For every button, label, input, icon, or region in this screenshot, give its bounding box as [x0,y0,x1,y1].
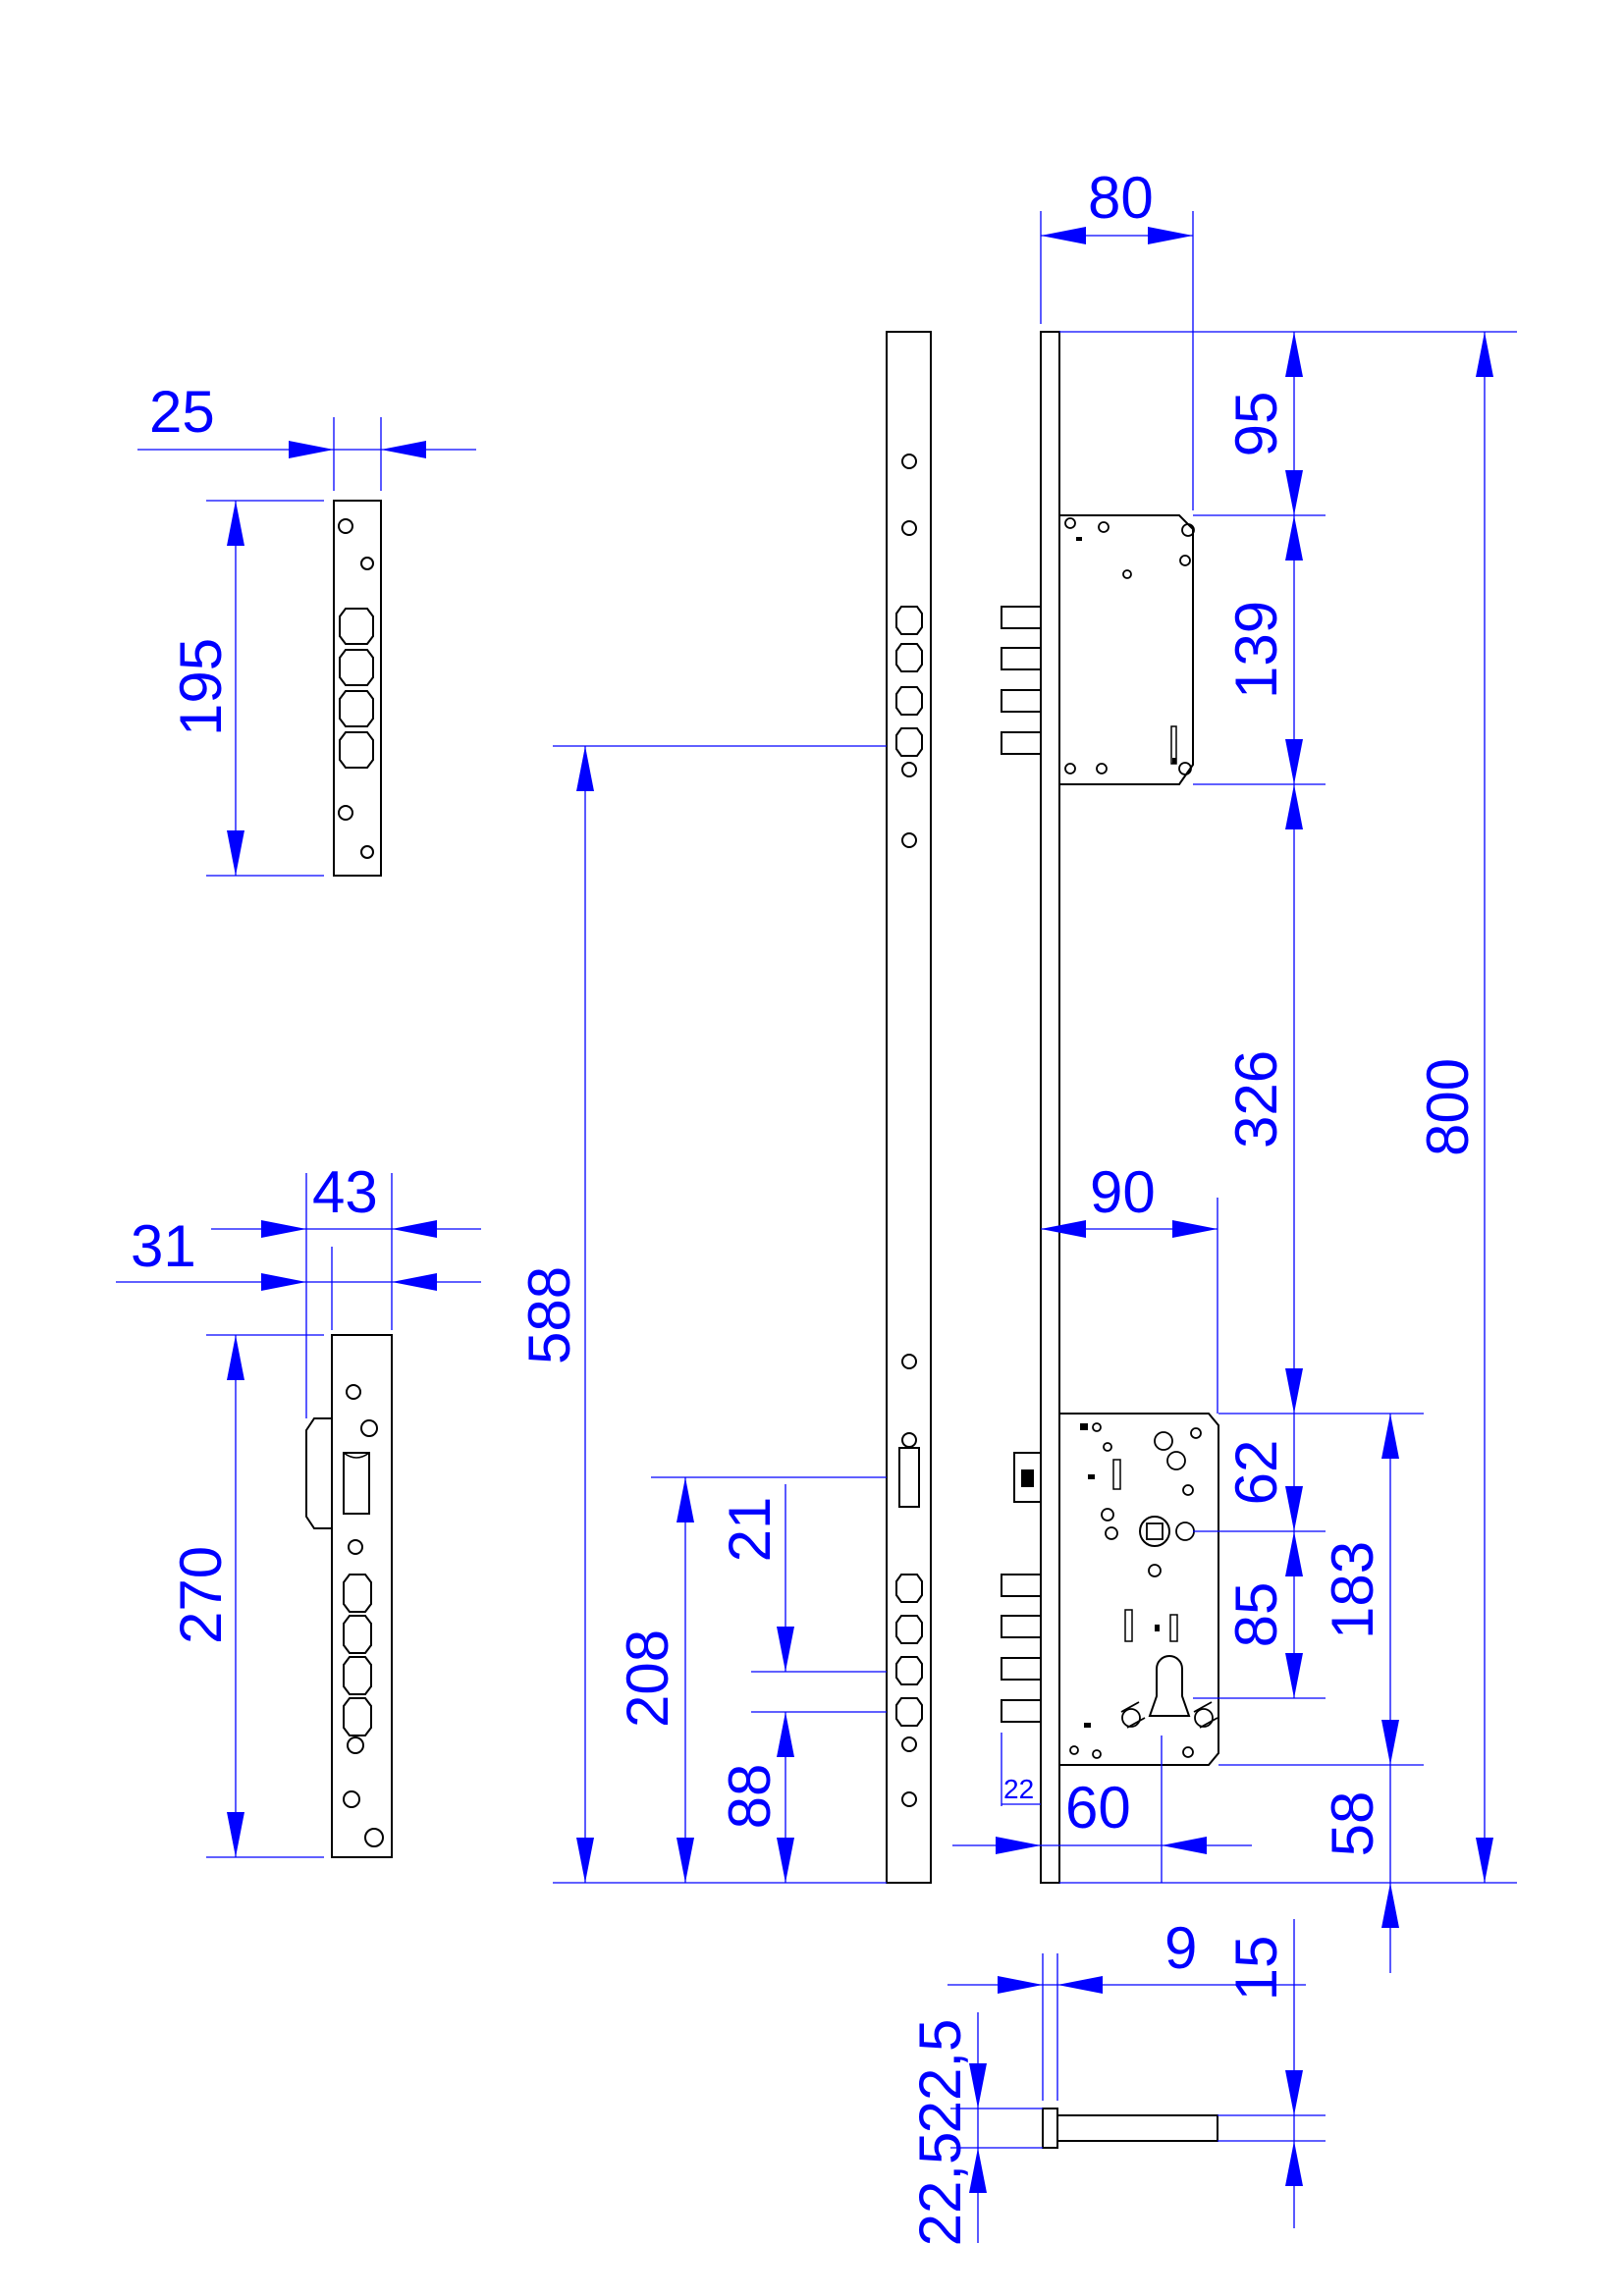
dim-60: 60 [952,1735,1252,1883]
dim-text-80: 80 [1088,165,1154,231]
dim-text-22-5-top: 22,5 [907,2019,973,2134]
dim-strike-bottom-270: 270 [168,1334,324,1858]
dim-text-9: 9 [1164,1915,1197,1981]
dim-text-31: 31 [131,1213,196,1279]
dim-text-22-5-bottom: 22,5 [907,2132,973,2247]
dim-text-60: 60 [1065,1775,1131,1841]
dim-text-588: 588 [516,1266,582,1364]
main-lock-case [1001,1413,1219,1766]
dim-strike-bottom-43: 43 [211,1159,481,1418]
dim-text-43: 43 [312,1159,378,1225]
dim-58: 58 [1320,1765,1399,1973]
dim-text-800: 800 [1415,1058,1481,1156]
dim-strike-top-height: 195 [168,500,324,877]
dim-text-90: 90 [1090,1159,1156,1225]
dim-strike-bottom-31: 31 [116,1213,481,1330]
dim-bar-21: 21 [717,1484,887,1673]
dim-95: 95 [1193,332,1326,516]
dim-9: 9 [947,1915,1306,2101]
dim-62: 62 [1193,1413,1424,1532]
dim-text-95: 95 [1223,392,1289,457]
dim-total-800: 800 [1059,331,1517,1884]
dim-text-85: 85 [1223,1582,1289,1648]
dim-text-88: 88 [717,1764,783,1830]
dim-22: 22 [1001,1733,1041,1806]
dim-text-22: 22 [1003,1774,1034,1804]
dim-text-58: 58 [1320,1791,1385,1857]
dim-139: 139 [1193,515,1326,785]
dim-backset-90: 90 [1041,1159,1218,1414]
dim-bar-208: 208 [615,1476,887,1883]
lock-faceplate [1040,331,1060,1884]
dim-text-208: 208 [615,1629,680,1728]
dim-text-183: 183 [1320,1541,1385,1639]
dim-15: 15 [1218,1919,1326,2228]
dim-183: 183 [1218,1414,1424,1766]
dim-bar-588: 588 [516,745,887,1884]
long-strike-bar [886,331,932,1884]
dim-22-5: 22,5 22,5 [907,2012,1043,2246]
dim-bar-88: 88 [717,1711,887,1883]
dim-backset-80: 80 [1040,165,1194,510]
pin-detail [1042,2108,1218,2149]
dim-text-270: 270 [168,1546,234,1644]
dim-text-195: 195 [168,638,234,736]
dim-text-25: 25 [149,379,215,445]
dim-text-139: 139 [1223,601,1289,699]
dim-text-15: 15 [1223,1936,1289,2002]
top-lock-case [1001,514,1195,785]
dim-85: 85 [1193,1531,1326,1699]
top-strike-plate [333,500,382,877]
dim-326: 326 [1223,784,1303,1414]
dim-text-62: 62 [1223,1440,1289,1506]
bottom-strike-plate [305,1334,393,1858]
dim-text-21: 21 [717,1497,783,1563]
dim-text-326: 326 [1223,1050,1289,1148]
dim-strike-top-width: 25 [137,379,476,491]
